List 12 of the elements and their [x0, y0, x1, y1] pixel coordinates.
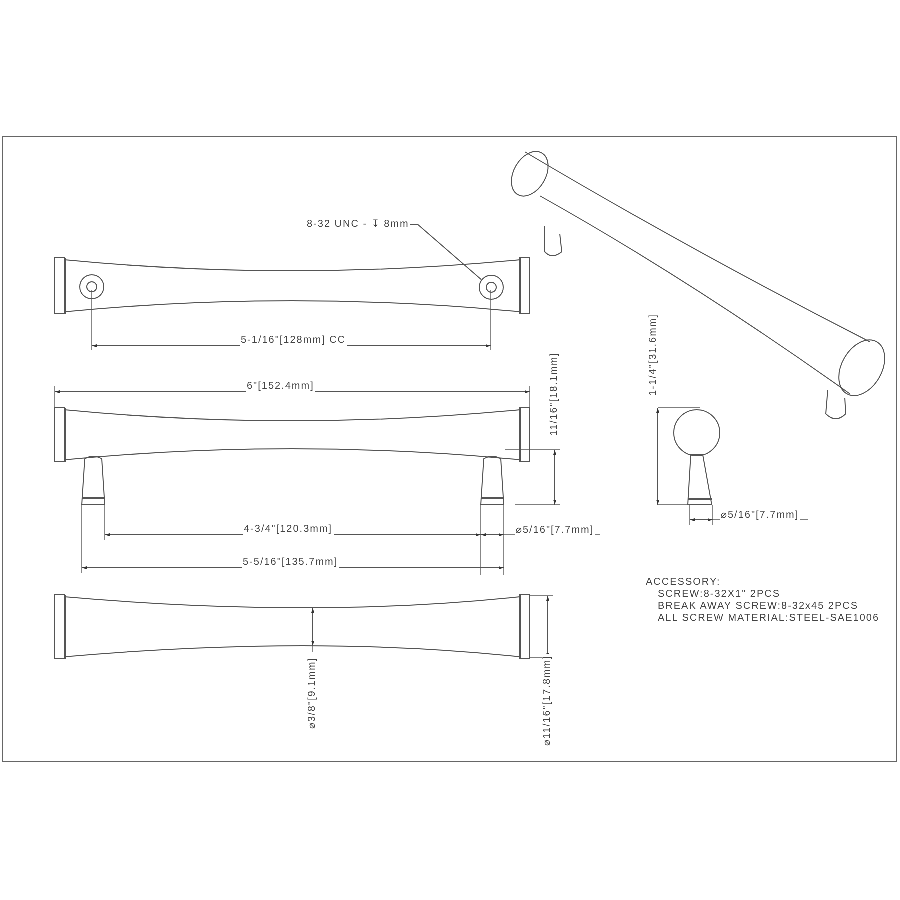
screw-hole [479, 275, 504, 300]
dimension-label: 6"[152.4mm] [246, 381, 316, 393]
leader-line [410, 224, 482, 280]
dimension-label: ⌀3/8"[9.1mm] [307, 656, 319, 730]
dimension-label: 5-1/16"[128mm] CC [240, 335, 348, 347]
dimension-label: 4-3/4"[120.3mm] [243, 524, 334, 536]
dimension-label: 11/16"[18.1mm] [549, 351, 561, 437]
dimension-label: ⌀5/16"[7.7mm] [515, 525, 596, 537]
dimension-label: 1-1/4"[31.6mm] [648, 312, 660, 397]
dimension-label: 5-5/16"[135.7mm] [242, 557, 340, 569]
dimension-label: ⌀5/16"[7.7mm] [720, 510, 800, 522]
dimension-label: ⌀11/16"[17.8mm] [542, 654, 554, 747]
